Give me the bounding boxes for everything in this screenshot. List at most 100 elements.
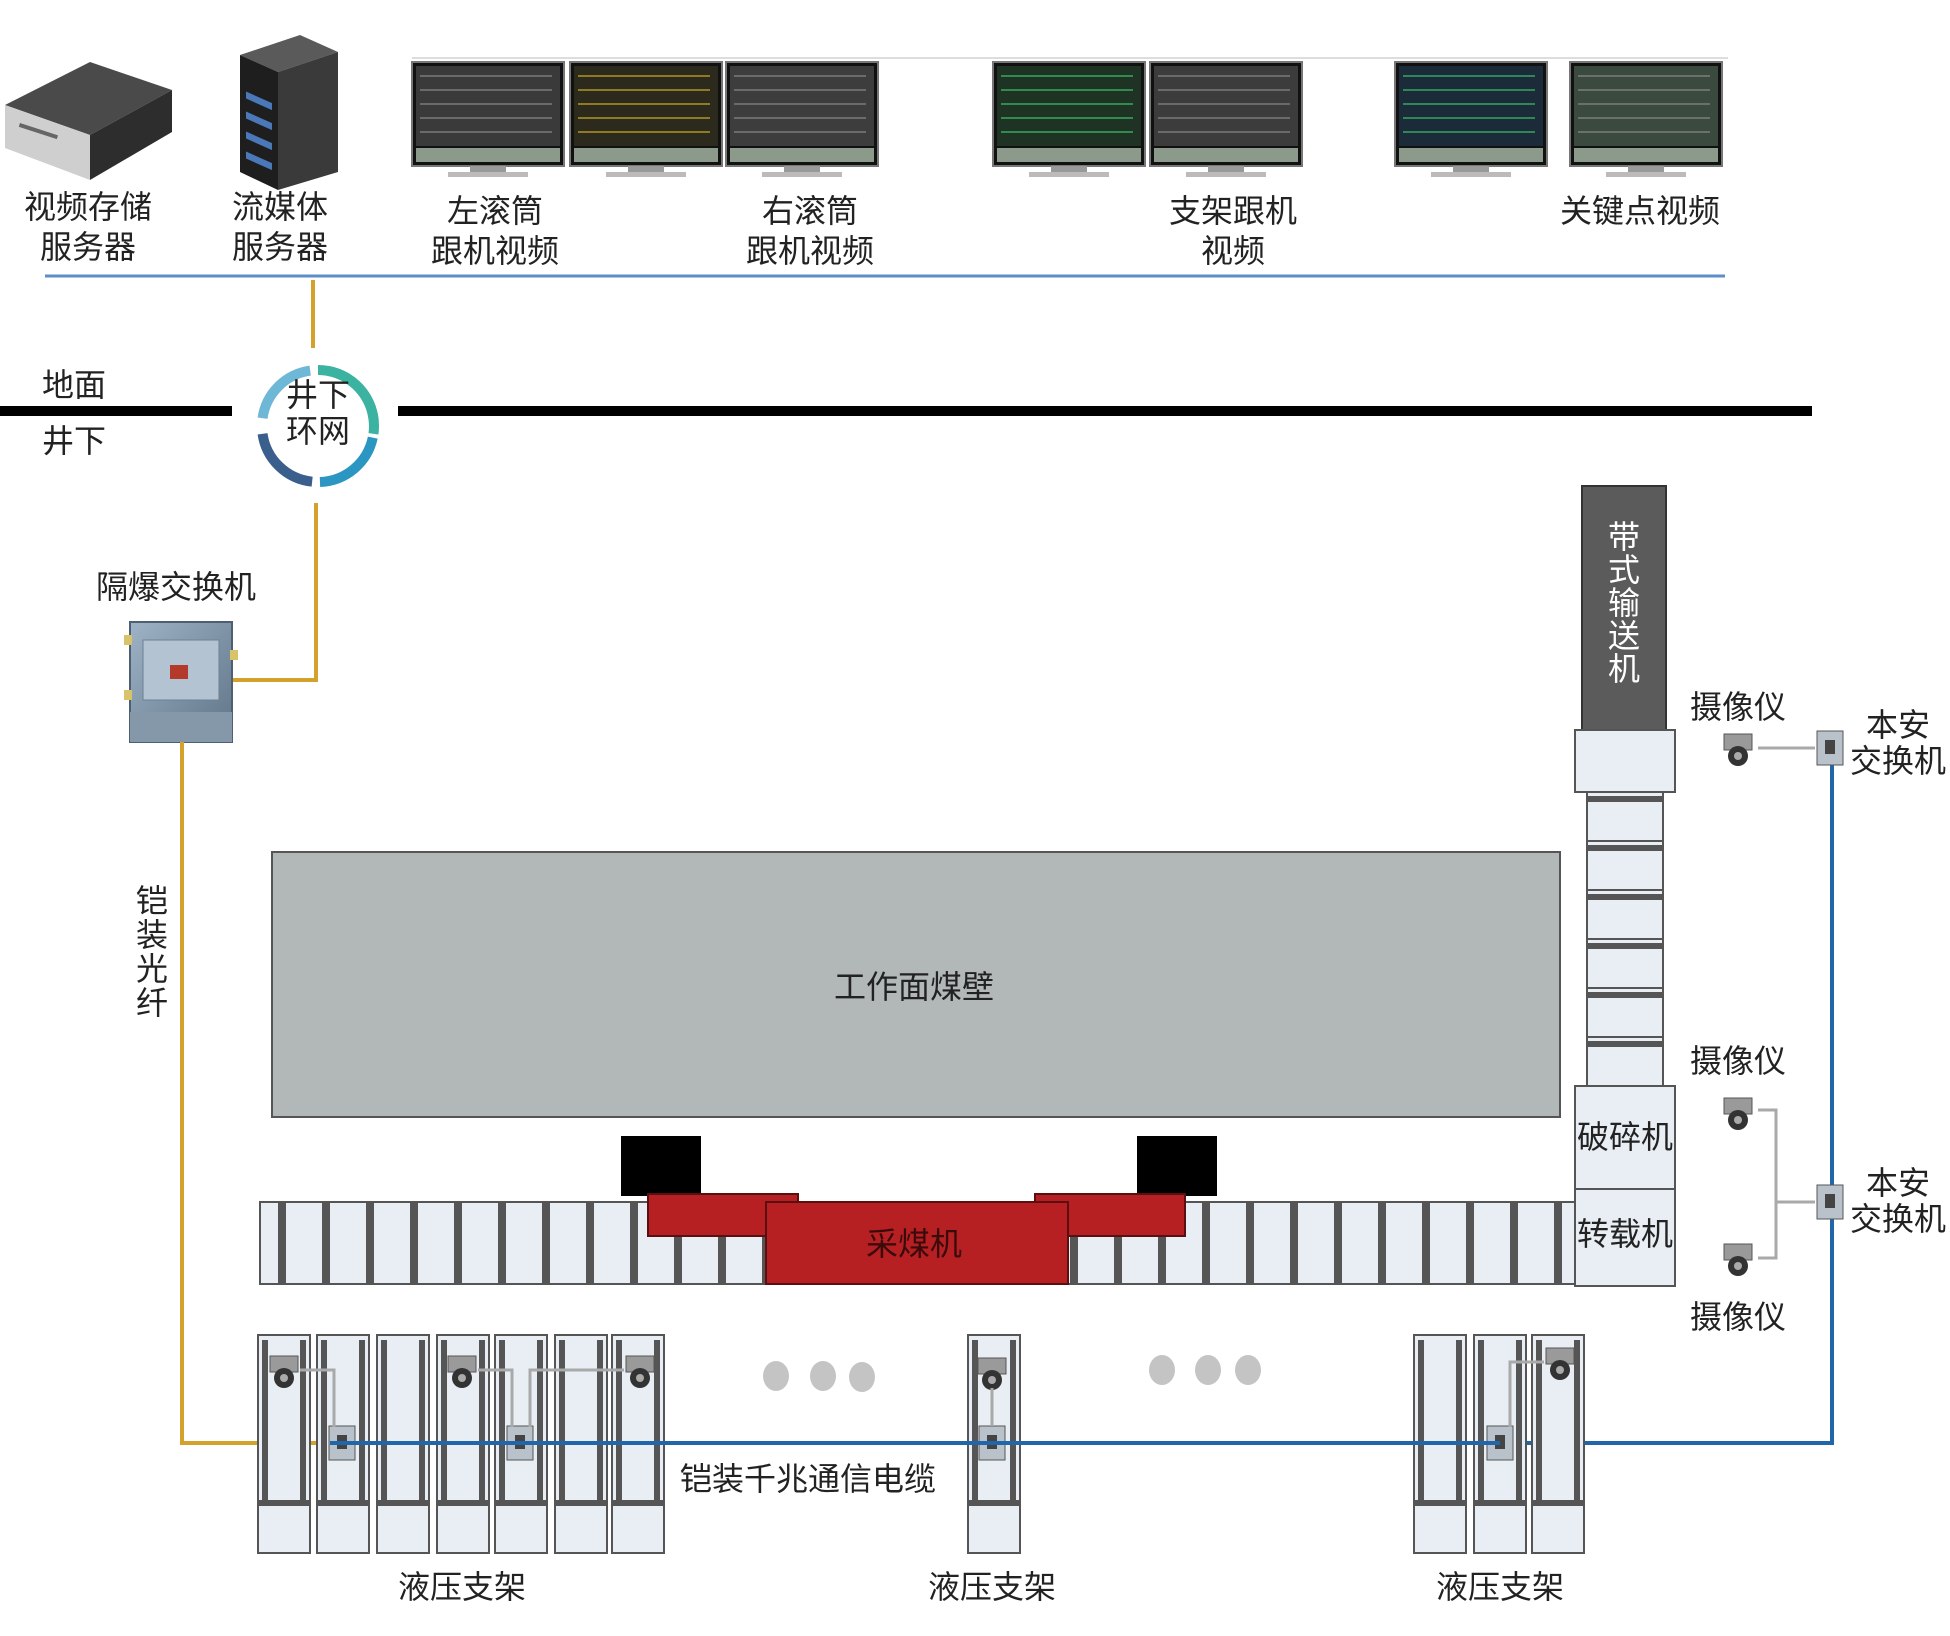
tower-server-icon xyxy=(240,35,338,190)
support-camera-4 xyxy=(977,1357,1007,1390)
camera-link xyxy=(528,1368,624,1427)
stage-loader-chain xyxy=(1574,729,1676,1087)
conveyor-pan-divider xyxy=(410,1202,418,1284)
ellipsis-right xyxy=(1149,1355,1261,1385)
streaming-server-label-line1: 流媒体 xyxy=(232,188,328,226)
belt-conveyor-char: 输 xyxy=(1608,584,1640,622)
gigabit-cable-label: 铠装千兆通信电缆 xyxy=(680,1460,936,1498)
explosion-proof-switch-label: 隔爆交换机 xyxy=(96,568,256,606)
intrinsic-switch-top-line1: 本安 xyxy=(1866,706,1930,744)
video-monitor-7 xyxy=(1569,61,1723,177)
armored-fiber-char: 装 xyxy=(136,916,168,954)
ring-segments xyxy=(257,365,379,487)
coal-wall xyxy=(271,851,1561,1118)
conveyor-pan-divider xyxy=(586,1202,594,1284)
storage-server-label-line1: 视频存储 xyxy=(24,188,152,226)
camera-link xyxy=(300,1368,336,1427)
camera-bottom xyxy=(1723,1243,1753,1276)
ring-network: 井下 环网 xyxy=(257,365,379,487)
intrinsic-switch-mid-line1: 本安 xyxy=(1866,1164,1930,1202)
intrinsic-switch-mid xyxy=(1816,1184,1844,1220)
support-camera-1 xyxy=(269,1355,299,1388)
hydraulic-supports xyxy=(257,1334,1585,1554)
ring-segment xyxy=(257,365,312,420)
camera-label-top: 摄像仪 xyxy=(1690,688,1786,726)
conveyor-pan-divider xyxy=(718,1202,726,1284)
conveyor-pan-divider xyxy=(1378,1202,1386,1284)
video-wall-left-drum-line2: 跟机视频 xyxy=(431,232,559,270)
shearer-body xyxy=(765,1201,1069,1285)
video-monitor-3 xyxy=(725,61,879,177)
video-wall-support-line2: 视频 xyxy=(1201,232,1265,270)
conveyor-pan-divider xyxy=(1114,1202,1122,1284)
armored-fiber-char: 铠 xyxy=(136,882,168,920)
video-monitor-5 xyxy=(1149,61,1303,177)
armored-fiber-char: 纤 xyxy=(136,984,168,1022)
crusher xyxy=(1574,1085,1676,1190)
hydraulic-support-label-right: 液压支架 xyxy=(1436,1568,1564,1606)
conveyor-pan-divider xyxy=(1158,1202,1166,1284)
conveyor-pan-divider xyxy=(278,1202,286,1284)
video-wall-keypoint-line1: 关键点视频 xyxy=(1560,192,1720,230)
armored-fiber-char: 光 xyxy=(136,950,168,988)
intrinsic-switch-top-line2: 交换机 xyxy=(1850,742,1946,780)
conveyor-pan-divider xyxy=(674,1202,682,1284)
conveyor-pan-divider xyxy=(1334,1202,1342,1284)
camera-label-bottom: 摄像仪 xyxy=(1690,1298,1786,1336)
support-camera-5 xyxy=(1545,1347,1575,1380)
streaming-server: 流媒体 服务器 xyxy=(232,35,338,266)
loader-head xyxy=(1574,729,1676,793)
conveyor-pan-divider xyxy=(1070,1202,1078,1284)
conveyor-pan-divider xyxy=(454,1202,462,1284)
conveyor-pan-divider xyxy=(366,1202,374,1284)
shearer-label: 采煤机 xyxy=(866,1225,962,1263)
shearer: 采煤机 xyxy=(621,1136,1217,1285)
conveyor-pan-divider xyxy=(1246,1202,1254,1284)
ring-segment xyxy=(319,436,378,487)
conveyor-pan-divider xyxy=(630,1202,638,1284)
camera-mid xyxy=(1723,1097,1753,1130)
monitor-walls xyxy=(411,61,1723,177)
camera-top xyxy=(1723,733,1753,766)
conveyor-pan-divider xyxy=(1202,1202,1210,1284)
stage-loader xyxy=(1574,1188,1676,1287)
conveyor-pan-divider xyxy=(322,1202,330,1284)
conveyor-pan-divider xyxy=(1554,1202,1562,1284)
shearer-right-drum xyxy=(1137,1136,1217,1196)
ring-to-switch-link xyxy=(232,503,318,682)
camera-label-mid: 摄像仪 xyxy=(1690,1042,1786,1080)
crusher-label: 破碎机 xyxy=(1577,1118,1673,1156)
ring-segment xyxy=(257,432,313,487)
conveyor-pan-divider xyxy=(1466,1202,1474,1284)
video-wall-right-drum-line1: 右滚筒 xyxy=(762,192,858,230)
video-monitor-2 xyxy=(569,61,723,177)
ring-segment xyxy=(317,365,379,422)
conveyor-pan-divider xyxy=(1422,1202,1430,1284)
explosion-proof-switch-icon xyxy=(124,621,238,743)
conveyor-pan-divider xyxy=(1290,1202,1298,1284)
conveyor-pan-divider xyxy=(542,1202,550,1284)
support-camera-3 xyxy=(625,1355,655,1388)
hydraulic-support-label-center: 液压支架 xyxy=(928,1568,1056,1606)
stage-loader-label: 转载机 xyxy=(1577,1215,1673,1253)
storage-server-label-line2: 服务器 xyxy=(40,228,136,266)
intrinsic-switch-top xyxy=(1816,730,1844,766)
conveyor-pan-divider xyxy=(1510,1202,1518,1284)
belt-conveyor-char: 式 xyxy=(1608,551,1640,589)
explosion-proof-switch: 隔爆交换机 xyxy=(96,568,256,743)
streaming-server-label-line2: 服务器 xyxy=(232,228,328,266)
hydraulic-support-label-left: 液压支架 xyxy=(398,1568,526,1606)
shearer-left-drum xyxy=(621,1136,701,1196)
ring-network-label-line2: 环网 xyxy=(286,412,350,450)
field-devices xyxy=(1723,730,1844,1276)
surface-label: 地面 xyxy=(42,366,106,404)
video-monitor-4 xyxy=(992,61,1146,177)
video-wall-right-drum-line2: 跟机视频 xyxy=(746,232,874,270)
video-wall-left-drum-line1: 左滚筒 xyxy=(447,192,543,230)
storage-server: 视频存储 服务器 xyxy=(5,62,172,266)
conveyor-pan-divider xyxy=(498,1202,506,1284)
right-network-trunk xyxy=(1500,754,1834,1445)
